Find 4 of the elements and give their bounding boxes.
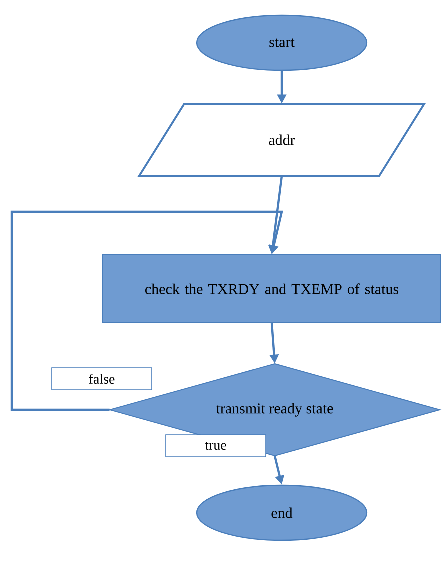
process-box: check the TXRDY and TXEMP of status (102, 254, 442, 324)
edge-label: false (52, 368, 152, 390)
arrow (10, 210, 284, 412)
edge-label: true (166, 434, 266, 458)
